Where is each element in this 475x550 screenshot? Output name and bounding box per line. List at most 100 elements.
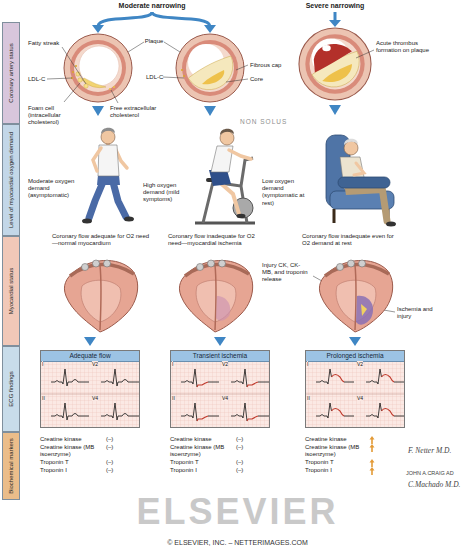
artery-section [176, 34, 244, 102]
marker-text: Troponin T [40, 459, 98, 466]
ecg-trace [316, 369, 354, 384]
lead-label: V4 [92, 395, 98, 401]
seated-man [344, 139, 358, 145]
heart-drawing [64, 260, 137, 332]
caption-text: Moderate oxygen demand (asymptomatic) [28, 178, 78, 200]
part-label: Fibrous cap [250, 62, 281, 69]
leader-line [226, 79, 248, 82]
ecg-trace [181, 369, 219, 387]
lead-label: V2 [222, 361, 228, 367]
artery-section [183, 75, 185, 77]
band-label: Level of myocardial oxygen demand [8, 132, 15, 228]
ecg-trace [51, 369, 404, 421]
lead-label: II [172, 395, 175, 401]
flow-arrow [329, 105, 341, 115]
heart-drawing [356, 296, 373, 325]
artist-signature: JOHN A.CRAIG AD [406, 470, 454, 477]
flow-arrow [92, 106, 104, 116]
artery-section [299, 28, 371, 100]
lead-label: V4 [357, 395, 363, 401]
marker-text: (–) [236, 459, 243, 466]
ecg-trace [101, 369, 139, 386]
artery-section [182, 40, 238, 96]
ecg-trace [181, 403, 219, 421]
marker-text: Creatine kinase (MB isoenzyme) [170, 444, 228, 458]
ecg-panel: Transient ischemia [170, 350, 270, 428]
panel-header: Adequate flow [41, 351, 139, 362]
marker-text: (–) [106, 436, 113, 443]
rising-arrow [370, 444, 375, 452]
rising-arrow [370, 459, 375, 467]
artery-section [322, 64, 352, 82]
artery-section [299, 28, 371, 100]
marker-text: (–) [236, 436, 243, 443]
lead-label: V2 [357, 361, 363, 367]
seated-man [326, 135, 396, 227]
flow-arrow [204, 106, 216, 116]
part-label: Foam cell (intracellular cholesterol) [28, 105, 88, 127]
leader-line [236, 65, 248, 70]
copyright-line: © ELSEVIER, INC. – NETTERIMAGES.COM [167, 539, 308, 547]
heart-drawing [356, 296, 373, 325]
marker-text: (–) [106, 459, 113, 466]
rising-arrow [370, 436, 375, 475]
ecg-trace [51, 369, 89, 386]
row-band: Level of myocardial oxygen demand [2, 124, 20, 236]
heart-drawing [216, 296, 230, 321]
artery-section [188, 56, 233, 90]
walking-man [93, 148, 101, 171]
lead-label: V2 [92, 361, 98, 367]
artist-signature: F. Netter M.D. [408, 446, 451, 455]
leader-line [163, 77, 184, 78]
flow-arrow [98, 12, 152, 26]
lead-label: I [42, 361, 43, 367]
marker-text: Creatine kinase [40, 436, 98, 443]
marker-text: Troponin I [305, 467, 363, 474]
row-band: Myocardial status [2, 236, 20, 346]
leader-line [356, 50, 374, 58]
leader-line [64, 83, 80, 102]
band-label: ECG findings [8, 371, 15, 406]
artery-section [75, 65, 77, 67]
flow-arrow [349, 337, 361, 346]
walking-man [89, 182, 103, 218]
caption-text: Coronary flow inadequate for O2 need—myo… [168, 233, 268, 247]
column-heading: Severe narrowing [306, 2, 365, 10]
cycling-man [229, 150, 251, 159]
marker-text: (–) [236, 467, 243, 474]
artery-section [78, 78, 82, 82]
artery-section [305, 34, 364, 93]
caption-text: Coronary flow inadequate even for O2 dem… [302, 233, 402, 247]
artery-section [314, 44, 352, 73]
ecg-trace [231, 403, 269, 421]
ecg-panel: Prolonged ischemia [305, 350, 405, 428]
marker-text: Creatine kinase [305, 436, 363, 443]
flow-arrow [334, 12, 337, 21]
band-label: Biochemical markers [8, 438, 15, 494]
marker-text: Creatine kinase (MB isoenzyme) [40, 444, 98, 458]
seated-man [338, 177, 390, 188]
part-label: Core [250, 76, 263, 83]
ecg-grid [40, 360, 405, 428]
artery-section [64, 34, 132, 102]
walking-man [97, 175, 120, 185]
panel-header: Prolonged ischemia [306, 351, 404, 362]
caption-text: High oxygen demand (mild symptoms) [143, 182, 193, 204]
marker-text: (–) [236, 444, 243, 451]
band-label: Myocardial status [8, 268, 15, 315]
rising-arrow [370, 436, 375, 444]
artery-section [202, 70, 224, 84]
marker-text: Troponin I [170, 467, 228, 474]
artery-section [310, 39, 361, 90]
watermark: ELSEVIER [136, 494, 338, 530]
heart-drawing [319, 260, 392, 332]
ecg-trace [316, 403, 354, 418]
leader-line [164, 42, 180, 52]
artery-section [186, 44, 234, 92]
seated-man [382, 187, 387, 221]
part-label: Fatty streak [28, 40, 59, 47]
marker-text: (–) [106, 444, 113, 451]
artery-section [72, 71, 74, 73]
cycling-man [209, 170, 231, 186]
marker-text: Troponin T [170, 459, 228, 466]
